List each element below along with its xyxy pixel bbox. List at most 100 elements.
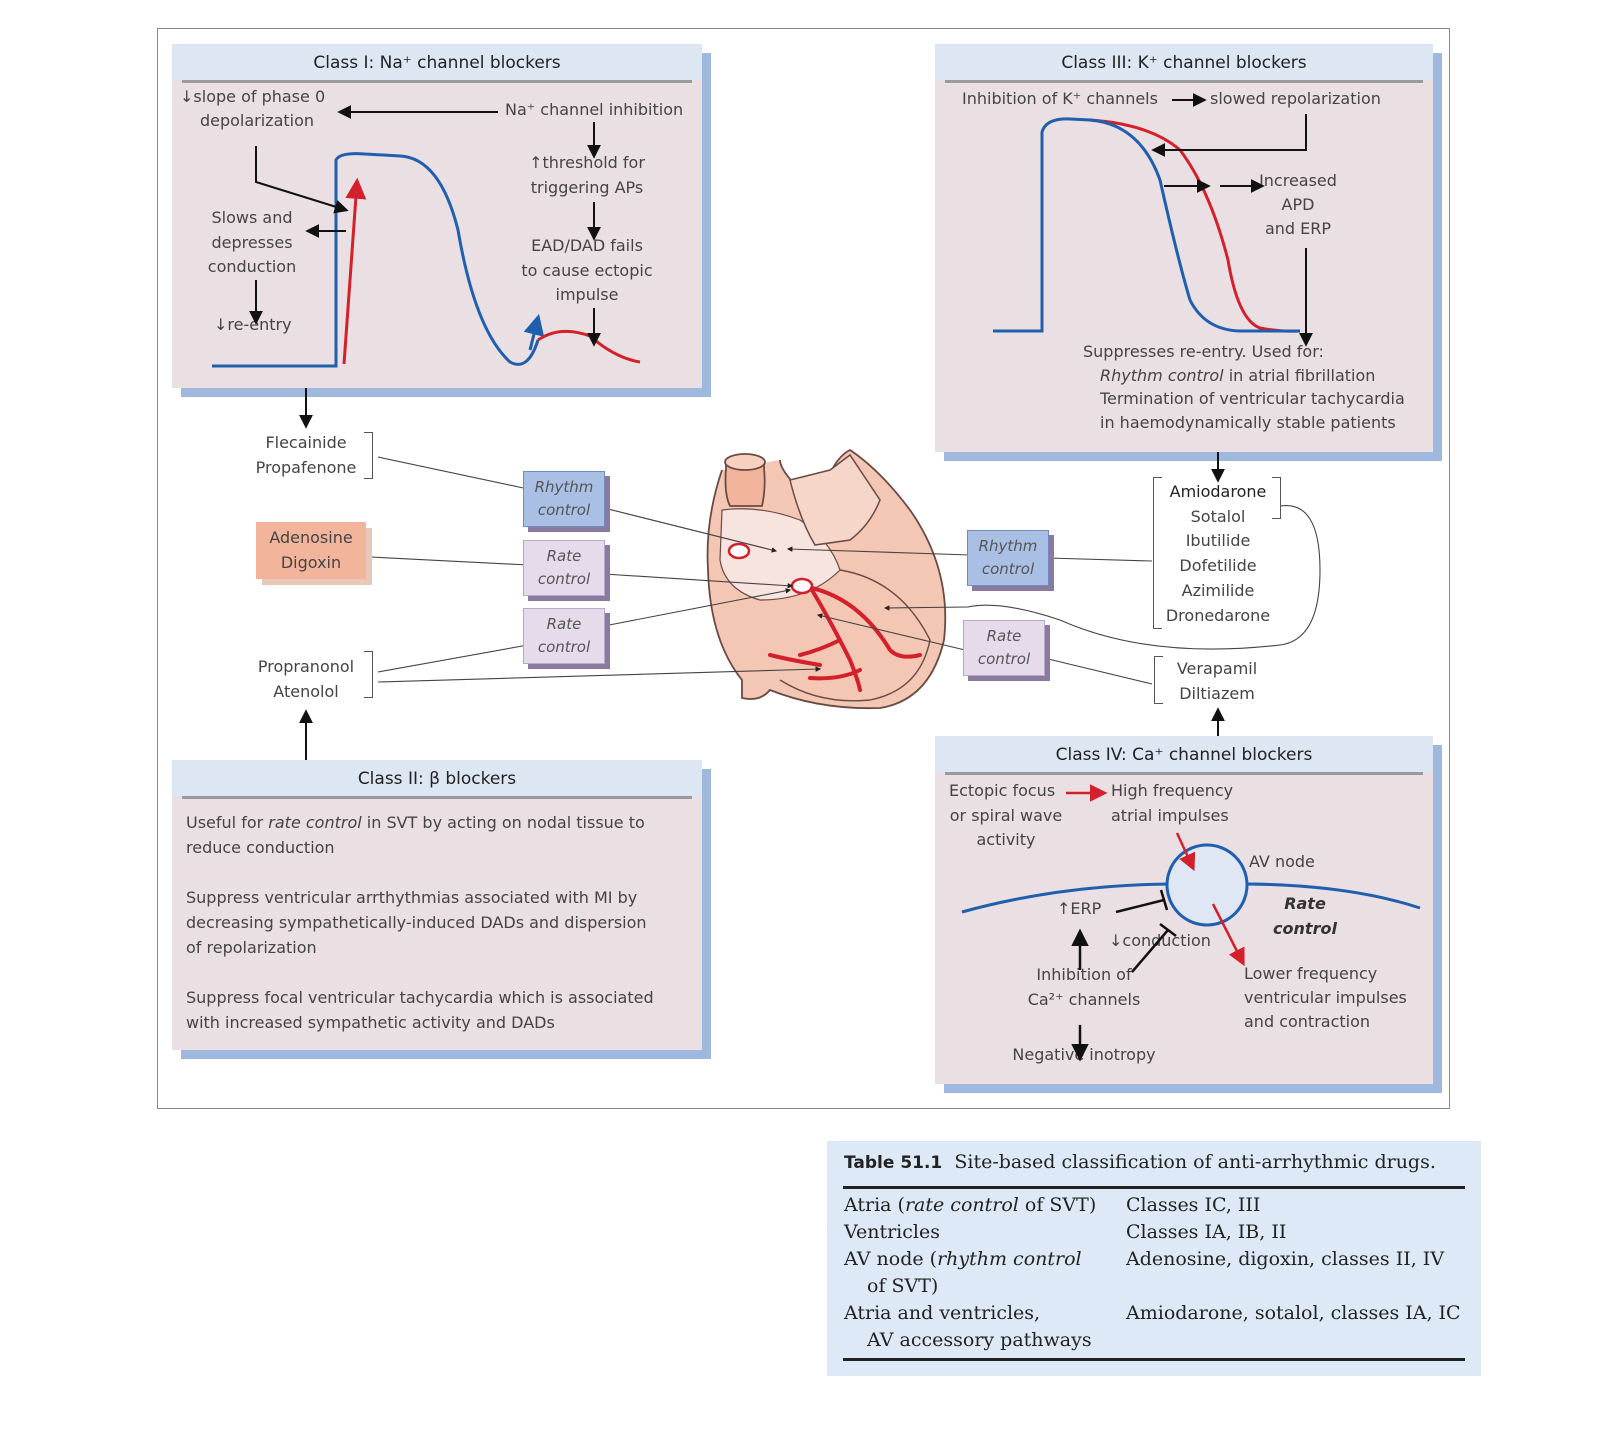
bracket xyxy=(1272,477,1281,519)
table-row-1-site: Atria (rate control of SVT) xyxy=(844,1192,1096,1219)
class-4-av-node-diagram xyxy=(961,784,1421,1062)
table-label: Table 51.1 xyxy=(844,1153,943,1173)
table-row-2-drugs: Classes IA, IB, II xyxy=(1126,1221,1287,1243)
divider xyxy=(945,772,1423,775)
red-arrow xyxy=(1211,903,1245,967)
slowed-repolarization-label: slowed repolarization xyxy=(1210,89,1381,108)
text: AV node ( xyxy=(844,1248,938,1270)
his-purkinje xyxy=(768,586,922,692)
rhythm-use-label: Rhythm control in atrial fibrillation xyxy=(1100,363,1375,388)
rhythm-label: Rhythm xyxy=(534,478,594,496)
dronedarone-label: Dronedarone xyxy=(1165,606,1271,625)
slows-label-2: depresses xyxy=(211,233,293,252)
rhythm-control-em: Rhythm control xyxy=(1100,366,1224,385)
table-row-4-site: Atria and ventricles, xyxy=(844,1302,1041,1324)
divider xyxy=(182,80,692,83)
diltiazem-label: Diltiazem xyxy=(1179,684,1255,703)
stable-label: in haemodynamically stable patients xyxy=(1100,413,1396,432)
control-label: control xyxy=(981,560,1035,578)
high-frequency-label-2: atrial impulses xyxy=(1111,806,1229,825)
rhythm-control-box: Rhythm control xyxy=(967,530,1049,586)
inhibition-bar xyxy=(1159,889,1169,911)
text: of SVT) xyxy=(1018,1194,1097,1216)
slows-label-3: conduction xyxy=(207,257,297,276)
pulmonary-artery xyxy=(789,453,881,546)
arrow xyxy=(1151,114,1307,157)
slows-label: Slows and xyxy=(211,208,293,227)
class-1-action-potential xyxy=(212,105,641,429)
control-label: control xyxy=(977,650,1031,668)
bracket xyxy=(1153,477,1162,629)
rate-control-em: rate control xyxy=(268,813,362,832)
ectopic-label: Ectopic focus xyxy=(949,781,1056,800)
bracket xyxy=(364,432,373,479)
drug-ap-curve xyxy=(537,329,641,364)
flecainide-label: Flecainide xyxy=(265,433,347,452)
table-row-2-site: Ventricles xyxy=(844,1221,940,1243)
calcium-channels-label: Ca²⁺ channels xyxy=(1027,990,1141,1009)
class-2-title: Class II: β blockers xyxy=(172,760,702,796)
ectopic-label-3: activity xyxy=(976,830,1036,849)
lower-frequency-label-2: ventricular impulses xyxy=(1244,988,1407,1007)
k-inhibition-label: Inhibition of K⁺ channels xyxy=(962,89,1158,108)
table-bottom-rule xyxy=(843,1358,1465,1361)
erp-label: and ERP xyxy=(1264,219,1332,238)
inhibition-bar xyxy=(1159,923,1177,937)
apd-label: APD xyxy=(1281,195,1315,214)
table-row-4-site-2: AV accessory pathways xyxy=(867,1329,1092,1351)
inhibition-line xyxy=(1115,898,1165,914)
rate-control-box: Rate control xyxy=(523,608,605,664)
suppresses-label: Suppresses re-entry. Used for: xyxy=(1083,342,1324,361)
rate-control-label-2: control xyxy=(1273,919,1337,938)
table-title: Table 51.1 Site-based classification of … xyxy=(844,1151,1436,1173)
text: rhythm control xyxy=(937,1248,1082,1270)
class-2-line-5: of repolarization xyxy=(186,938,317,957)
verapamil-label: Verapamil xyxy=(1176,659,1258,678)
class-2-panel: Class II: β blockers Useful for rate con… xyxy=(172,760,702,1050)
table-caption: Site-based classification of anti-arrhyt… xyxy=(954,1151,1436,1173)
av-node xyxy=(790,577,814,595)
bracket xyxy=(1154,656,1163,704)
rhythm-control-box: Rhythm control xyxy=(523,471,605,527)
table-top-rule xyxy=(843,1186,1465,1189)
red-upstroke xyxy=(342,177,367,365)
dofetilide-label: Dofetilide xyxy=(1179,556,1257,575)
amiodarone-label: Amiodarone xyxy=(1169,482,1267,501)
termination-label: Termination of ventricular tachycardia xyxy=(1100,389,1405,408)
high-frequency-label: High frequency xyxy=(1111,781,1234,800)
connectors xyxy=(369,456,1321,685)
divider xyxy=(945,80,1423,83)
conduction-pathway xyxy=(961,882,1421,914)
azimilide-label: Azimilide xyxy=(1181,581,1255,600)
table-row-3-site-2: of SVT) xyxy=(867,1275,939,1297)
rate-control-label: Rate xyxy=(1284,894,1326,913)
lower-frequency-label-3: and contraction xyxy=(1244,1012,1371,1031)
atenolol-label: Atenolol xyxy=(273,682,339,701)
class-3-action-potential xyxy=(993,93,1313,483)
inhibition-label: Na⁺ channel inhibition xyxy=(505,100,684,119)
rate-label: Rate xyxy=(986,627,1022,645)
ead-label: EAD/DAD fails xyxy=(531,236,643,255)
control-label: control xyxy=(537,501,591,519)
av-node-label: AV node xyxy=(1249,852,1315,871)
aorta xyxy=(724,462,766,507)
table-row-1-drugs: Classes IC, III xyxy=(1126,1194,1261,1216)
table-row-4-drugs: Amiodarone, sotalol, classes IA, IC xyxy=(1126,1302,1461,1324)
sotalol-label: Sotalol xyxy=(1190,507,1246,526)
erp-label: ↑ERP xyxy=(1057,899,1102,918)
ead-label-2: to cause ectopic xyxy=(521,261,653,280)
class-2-line-2: reduce conduction xyxy=(186,838,335,857)
heart-illustration xyxy=(706,448,947,710)
bracket xyxy=(364,651,373,698)
rate-control-box: Rate control xyxy=(963,620,1045,676)
adenosine-digoxin-box: Adenosine Digoxin xyxy=(256,522,366,579)
ibutilide-label: Ibutilide xyxy=(1185,531,1251,550)
class-2-line-4: decreasing sympathetically-induced DADs … xyxy=(186,913,647,932)
red-arrow xyxy=(1175,832,1196,872)
class-2-line-3: Suppress ventricular arrthythmias associ… xyxy=(186,888,638,907)
ead-label-3: impulse xyxy=(555,285,619,304)
text: Atria ( xyxy=(844,1194,905,1216)
lower-frequency-label: Lower frequency xyxy=(1244,964,1378,983)
ventricle-wall xyxy=(779,569,931,702)
